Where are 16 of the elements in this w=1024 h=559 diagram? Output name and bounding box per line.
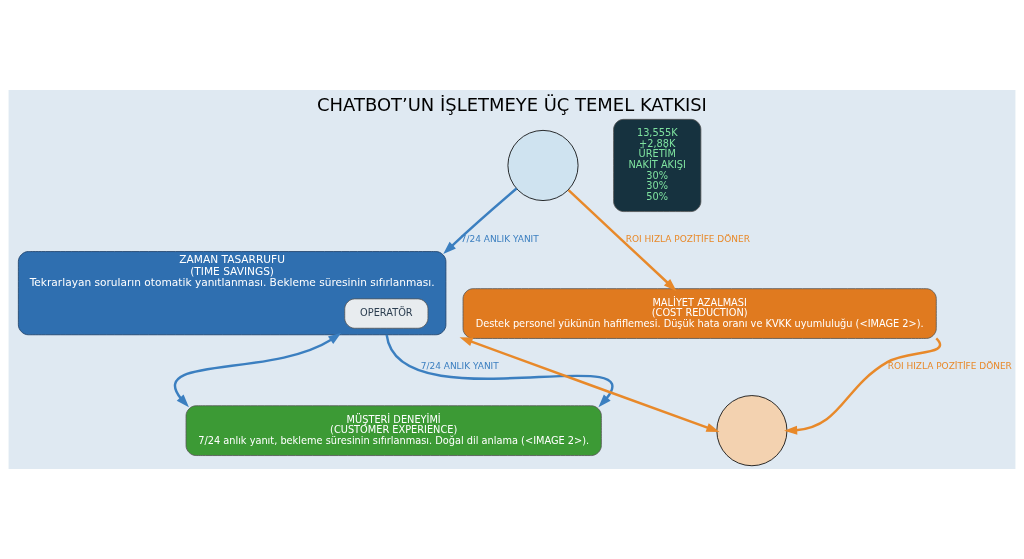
arrow (567, 189, 677, 292)
edge-label: ROI HIZLA POZİTİFE DÖNER (887, 361, 1012, 372)
node-box: OPERATÖR (344, 298, 429, 329)
node-circle (716, 395, 788, 467)
arrow (385, 334, 614, 408)
node-box: MÜŞTERİ DENEYİMİ (CUSTOMER EXPERIENCE) 7/24 anlık yanıt, bekleme süresinin sıfırlanması. Doğal dil anlama (<IMAGE 2>). (185, 405, 602, 456)
arrow (459, 337, 720, 432)
node-circle (507, 130, 579, 201)
node-box: 13,555K +2,88K ÜRETİM NAKİT AKIŞI 30% 30% 50% (613, 118, 702, 212)
arrow (443, 187, 518, 255)
arrow (174, 332, 342, 408)
edge-label: 7/24 ANLIK YANIT (420, 361, 499, 372)
diagram-title: CHATBOT’UN İŞLETMEYE ÜÇ TEMEL KATKISI (317, 93, 707, 115)
edge-label: ROI HIZLA POZİTİFE DÖNER (625, 234, 750, 245)
node-box: MALİYET AZALMASI (COST REDUCTION) Destek personel yükünün hafiflemesi. Düşük hata oranı ve KVKK uyumluluğu (<IMAGE 2>). (462, 288, 937, 339)
arrow (784, 337, 941, 435)
